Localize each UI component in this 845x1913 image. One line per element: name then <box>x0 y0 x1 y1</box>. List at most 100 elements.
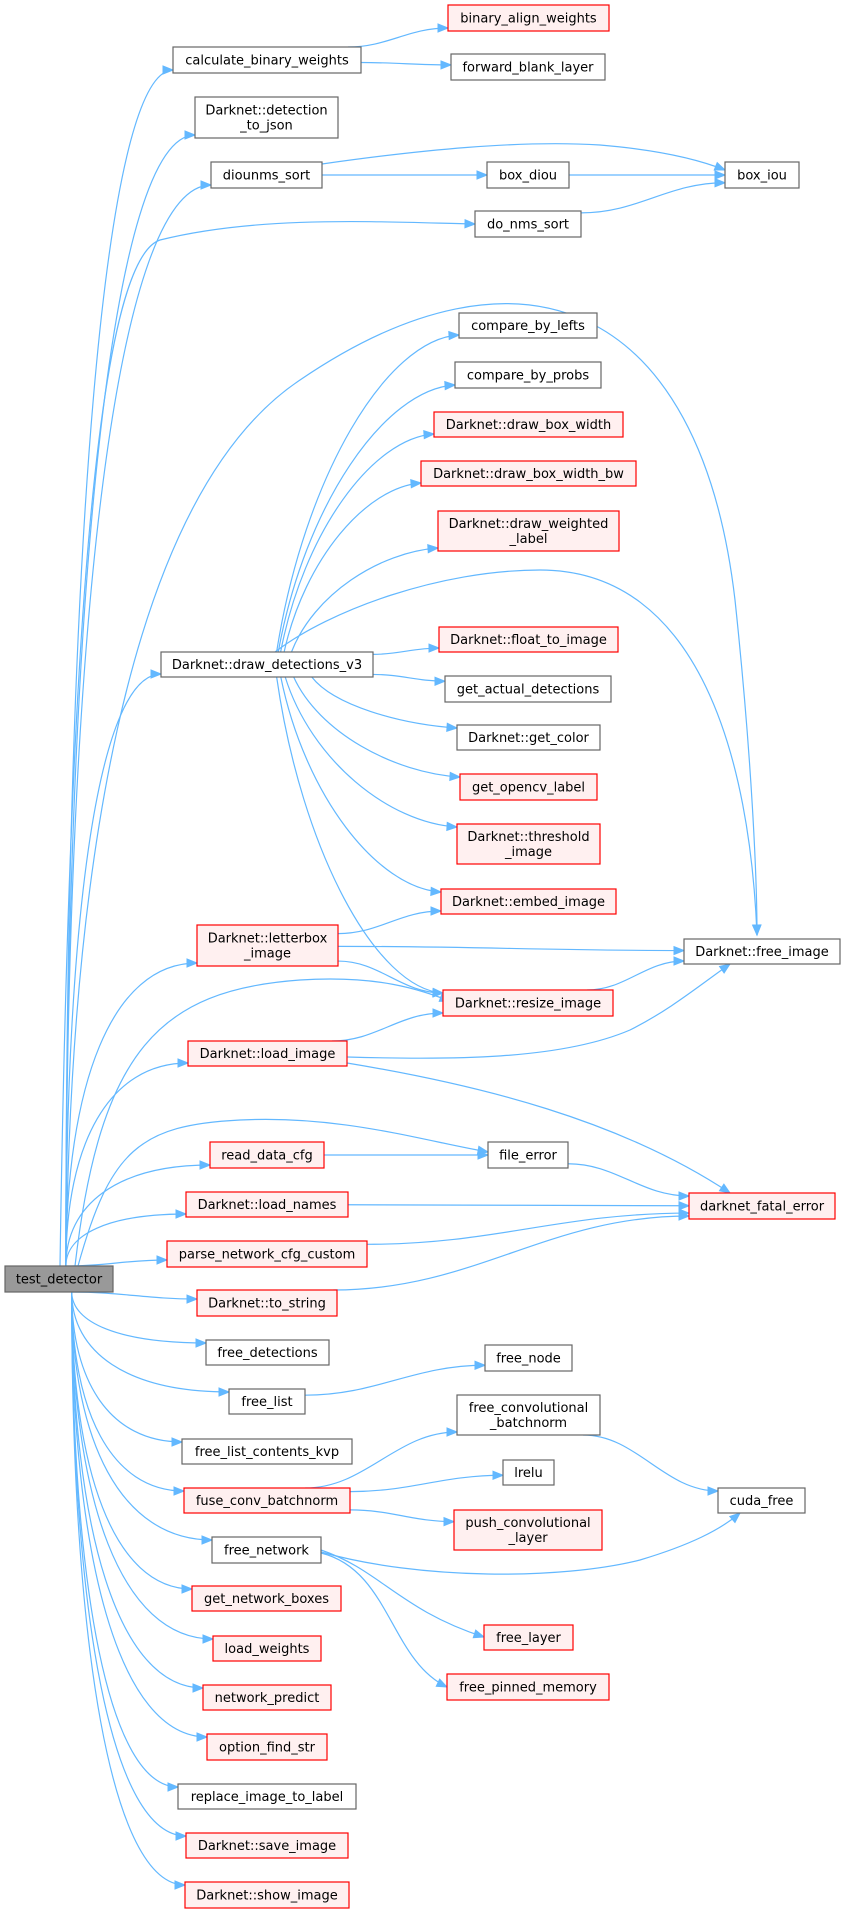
node-box[interactable] <box>228 1388 306 1415</box>
node-draw-weighted-label[interactable]: Darknet::draw_weighted_label <box>437 510 620 552</box>
node-box[interactable] <box>438 626 619 653</box>
node-free-convolutional-batchnorm[interactable]: free_convolutional_batchnorm <box>456 1394 601 1436</box>
node-box[interactable] <box>474 210 582 238</box>
node-box[interactable] <box>450 53 606 81</box>
node-box[interactable] <box>212 1635 322 1662</box>
node-box[interactable] <box>454 361 602 389</box>
node-box[interactable] <box>194 96 339 139</box>
node-free-image[interactable]: Darknet::free_image <box>683 938 841 965</box>
node-box[interactable] <box>483 1624 574 1651</box>
node-calculate-binary-weights[interactable]: calculate_binary_weights <box>172 46 362 74</box>
node-box[interactable] <box>502 1459 555 1486</box>
node-resize-image[interactable]: Darknet::resize_image <box>442 989 614 1017</box>
node-cuda-free[interactable]: cuda_free <box>717 1487 806 1514</box>
node-load-names[interactable]: Darknet::load_names <box>185 1191 349 1218</box>
node-box[interactable] <box>486 161 570 189</box>
node-box[interactable] <box>202 1684 332 1711</box>
node-free-layer[interactable]: free_layer <box>483 1624 574 1651</box>
node-get-color[interactable]: Darknet::get_color <box>456 724 601 751</box>
node-box[interactable] <box>683 938 841 965</box>
node-box[interactable] <box>172 46 362 74</box>
node-get-actual-detections[interactable]: get_actual_detections <box>444 675 612 703</box>
node-box[interactable] <box>211 1536 322 1564</box>
node-box[interactable] <box>185 1832 349 1859</box>
node-compare-by-probs[interactable]: compare_by_probs <box>454 361 602 389</box>
node-box[interactable] <box>442 989 614 1017</box>
node-get-network-boxes[interactable]: get_network_boxes <box>191 1585 342 1612</box>
node-do-nms-sort[interactable]: do_nms_sort <box>474 210 582 238</box>
node-free-pinned-memory[interactable]: free_pinned_memory <box>446 1673 610 1701</box>
node-box[interactable] <box>433 411 624 438</box>
node-box[interactable] <box>196 1289 338 1317</box>
node-box[interactable] <box>191 1585 342 1612</box>
node-box[interactable] <box>453 1509 603 1551</box>
node-load-image[interactable]: Darknet::load_image <box>187 1040 348 1067</box>
node-box[interactable] <box>184 1881 350 1909</box>
node-box[interactable] <box>458 312 598 339</box>
node-box[interactable] <box>484 1344 573 1372</box>
node-draw-box-width-bw[interactable]: Darknet::draw_box_width_bw <box>420 460 637 487</box>
node-box[interactable] <box>166 1240 368 1268</box>
node-box[interactable] <box>4 1265 114 1293</box>
node-free-node[interactable]: free_node <box>484 1344 573 1372</box>
node-box-diou[interactable]: box_diou <box>486 161 570 189</box>
node-box[interactable] <box>456 823 601 865</box>
node-draw-box-width[interactable]: Darknet::draw_box_width <box>433 411 624 438</box>
node-letterbox-image[interactable]: Darknet::letterbox_image <box>196 924 339 967</box>
node-box[interactable] <box>456 724 601 751</box>
node-push-convolutional-layer[interactable]: push_convolutional_layer <box>453 1509 603 1551</box>
node-save-image[interactable]: Darknet::save_image <box>185 1832 349 1859</box>
node-compare-by-lefts[interactable]: compare_by_lefts <box>458 312 598 339</box>
node-box[interactable] <box>420 460 637 487</box>
node-box[interactable] <box>447 4 610 32</box>
node-forward-blank-layer[interactable]: forward_blank_layer <box>450 53 606 81</box>
node-parse-network-cfg-custom[interactable]: parse_network_cfg_custom <box>166 1240 368 1268</box>
node-read-data-cfg[interactable]: read_data_cfg <box>209 1141 325 1169</box>
node-lrelu[interactable]: lrelu <box>502 1459 555 1486</box>
node-show-image[interactable]: Darknet::show_image <box>184 1881 350 1909</box>
node-load-weights[interactable]: load_weights <box>212 1635 322 1662</box>
node-box[interactable] <box>187 1040 348 1067</box>
node-box[interactable] <box>440 888 617 915</box>
node-binary-align-weights[interactable]: binary_align_weights <box>447 4 610 32</box>
node-network-predict[interactable]: network_predict <box>202 1684 332 1711</box>
node-detection-to-json[interactable]: Darknet::detection_to_json <box>194 96 339 139</box>
node-embed-image[interactable]: Darknet::embed_image <box>440 888 617 915</box>
node-box[interactable] <box>688 1192 836 1220</box>
node-free-list[interactable]: free_list <box>228 1388 306 1415</box>
node-box[interactable] <box>724 161 800 189</box>
node-box[interactable] <box>487 1141 569 1169</box>
node-box[interactable] <box>196 924 339 967</box>
node-box[interactable] <box>205 1339 330 1366</box>
node-box[interactable] <box>181 1438 353 1465</box>
node-to-string[interactable]: Darknet::to_string <box>196 1289 338 1317</box>
node-option-find-str[interactable]: option_find_str <box>206 1733 328 1761</box>
node-box[interactable] <box>210 161 323 189</box>
node-free-list-contents-kvp[interactable]: free_list_contents_kvp <box>181 1438 353 1465</box>
node-diounms-sort[interactable]: diounms_sort <box>210 161 323 189</box>
node-darknet-fatal-error[interactable]: darknet_fatal_error <box>688 1192 836 1220</box>
node-box[interactable] <box>717 1487 806 1514</box>
node-fuse-conv-batchnorm[interactable]: fuse_conv_batchnorm <box>183 1487 351 1514</box>
node-free-network[interactable]: free_network <box>211 1536 322 1564</box>
node-box[interactable] <box>209 1141 325 1169</box>
node-file-error[interactable]: file_error <box>487 1141 569 1169</box>
node-box[interactable] <box>446 1673 610 1701</box>
node-box[interactable] <box>177 1783 357 1810</box>
node-test-detector[interactable]: test_detector <box>4 1265 114 1293</box>
node-box[interactable] <box>160 651 374 678</box>
node-box-iou[interactable]: box_iou <box>724 161 800 189</box>
node-box[interactable] <box>444 675 612 703</box>
node-box[interactable] <box>183 1487 351 1514</box>
node-box[interactable] <box>206 1733 328 1761</box>
node-replace-image-to-label[interactable]: replace_image_to_label <box>177 1783 357 1810</box>
node-float-to-image[interactable]: Darknet::float_to_image <box>438 626 619 653</box>
node-box[interactable] <box>456 1394 601 1436</box>
node-threshold-image[interactable]: Darknet::threshold_image <box>456 823 601 865</box>
node-free-detections[interactable]: free_detections <box>205 1339 330 1366</box>
node-box[interactable] <box>459 773 598 801</box>
node-box[interactable] <box>185 1191 349 1218</box>
node-get-opencv-label[interactable]: get_opencv_label <box>459 773 598 801</box>
node-box[interactable] <box>437 510 620 552</box>
node-draw-detections-v3[interactable]: Darknet::draw_detections_v3 <box>160 651 374 678</box>
